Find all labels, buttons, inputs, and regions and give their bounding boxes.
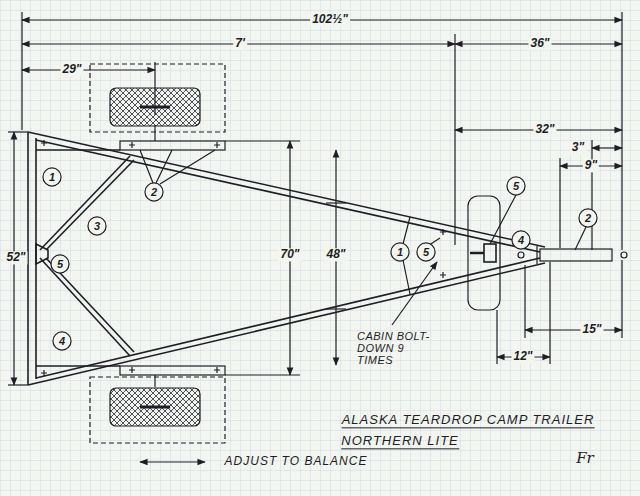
- dimension-label: 70": [278, 248, 301, 261]
- callout-number: 2: [585, 212, 591, 224]
- dimension-label: 12": [511, 350, 534, 363]
- callout-number: 5: [513, 180, 519, 192]
- callout-ring: [579, 209, 597, 227]
- callout-number: 2: [151, 186, 157, 198]
- dimension-label: 36": [528, 37, 551, 50]
- callout-ring: [417, 243, 435, 261]
- callout-ring: [507, 177, 525, 195]
- note-text: ADJUST TO BALANCE: [225, 455, 368, 468]
- callout-ring: [391, 243, 409, 261]
- callout-number: 5: [57, 258, 63, 270]
- dimension-label: 48": [324, 248, 347, 261]
- callout-ring: [145, 183, 163, 201]
- subtitle-text: NORTHERN LITE: [341, 434, 459, 449]
- dimension-label: 32": [533, 123, 556, 136]
- callout-number: 4: [518, 234, 524, 246]
- signature: Fr: [576, 450, 594, 467]
- callout-ring: [51, 255, 69, 273]
- dimension-label: 9": [583, 159, 599, 172]
- callout-ring: [43, 168, 61, 186]
- callout-number: 5: [423, 246, 429, 258]
- callout-ring: [53, 332, 71, 350]
- dimension-label: 52": [4, 251, 27, 264]
- drawing-title: ALASKA TEARDROP CAMP TRAILER: [342, 413, 595, 428]
- callout-number: 1: [397, 246, 403, 258]
- dimension-label: 15": [580, 323, 603, 336]
- note-text: CABIN BOLT-DOWN 9 TIMES: [357, 330, 431, 366]
- callout-ring: [88, 217, 106, 235]
- dimension-label: 3": [570, 141, 586, 154]
- dimension-label: 29": [60, 63, 83, 76]
- dimension-label: 102½": [310, 13, 350, 26]
- callout-number: 3: [94, 220, 100, 232]
- callout-ring: [512, 231, 530, 249]
- callout-number: 1: [49, 171, 55, 183]
- dimension-label: 7': [233, 37, 247, 50]
- callout-number: 4: [59, 335, 65, 347]
